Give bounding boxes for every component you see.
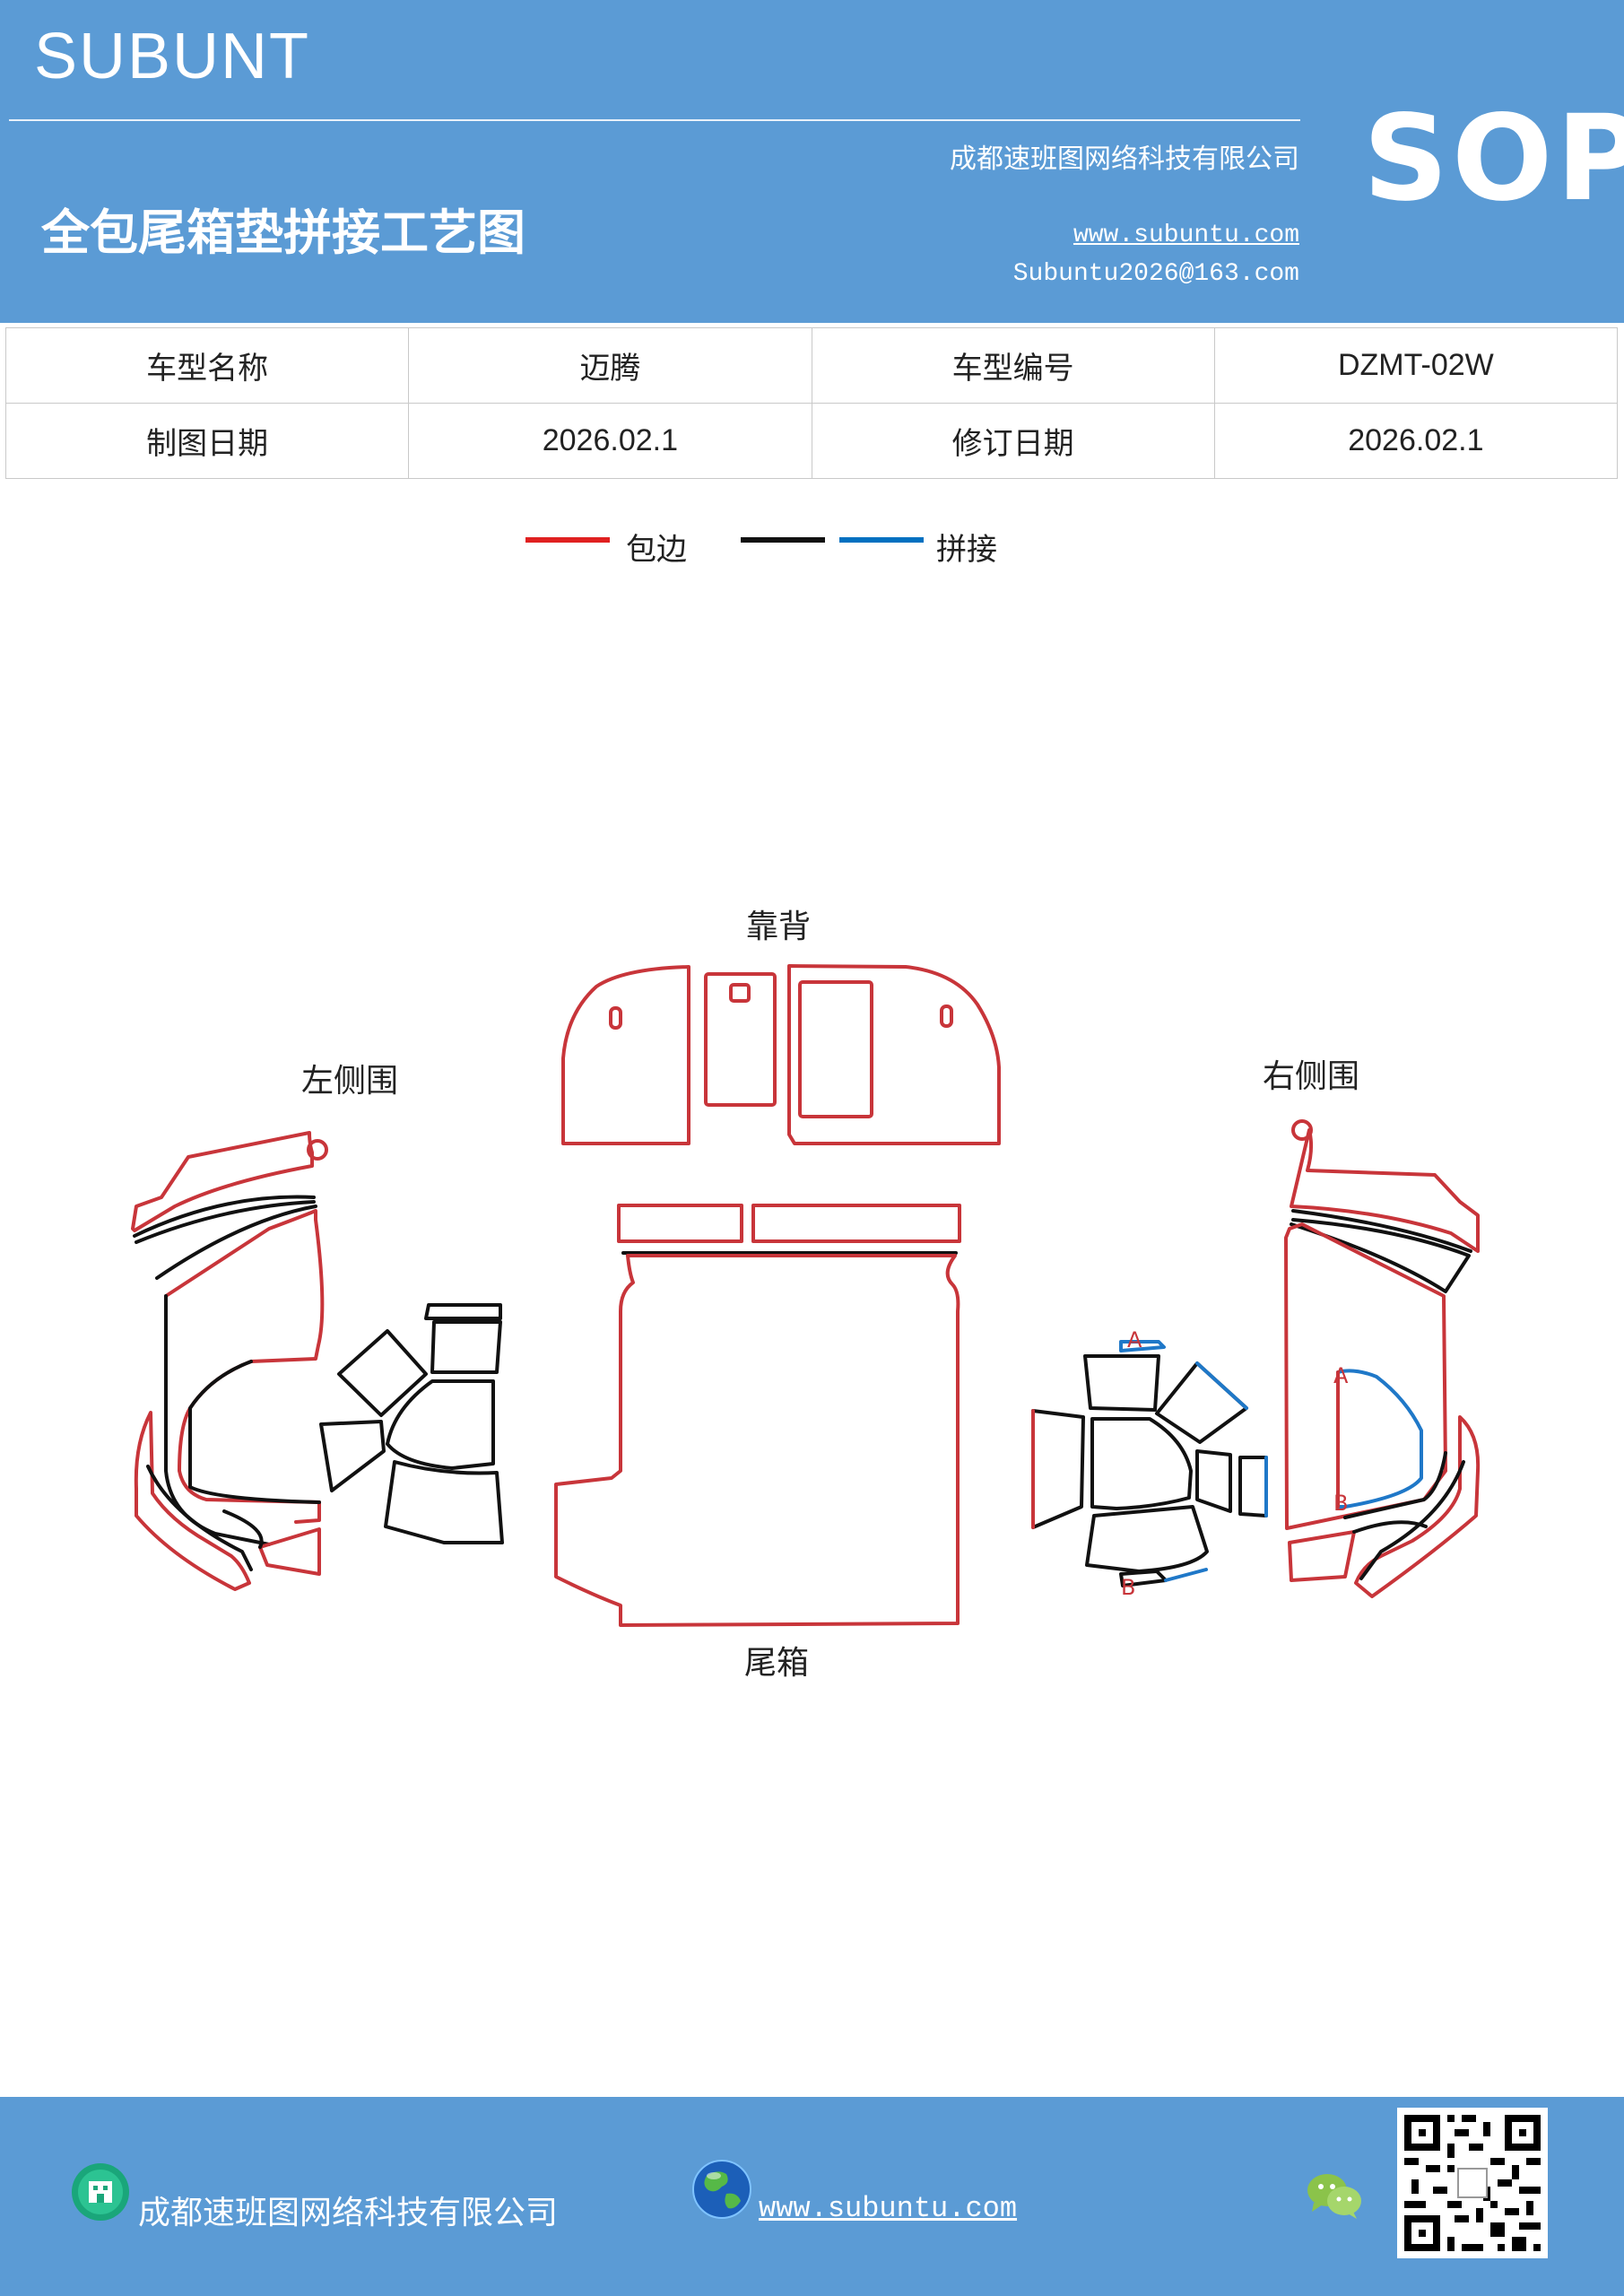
label-backrest: 靠背 — [746, 909, 811, 945]
footer-website-link[interactable]: www.subuntu.com — [759, 2192, 1018, 2225]
left-diamond-piece — [337, 1329, 428, 1417]
table-row: 车型名称 迈腾 车型编号 DZMT-02W — [4, 327, 1619, 404]
header-banner: SUBUNT 成都速班图网络科技有限公司 全包尾箱垫拼接工艺图 www.subu… — [0, 0, 1624, 323]
value-model-name: 迈腾 — [408, 327, 812, 404]
legend-edge-swatch — [525, 537, 610, 543]
right-diamond-edge — [1195, 1361, 1248, 1410]
left-triangle-piece — [319, 1420, 386, 1492]
right-bottom-outer — [1354, 1415, 1481, 1598]
document-title: 全包尾箱垫拼接工艺图 — [41, 204, 525, 261]
label-model-name: 车型名称 — [4, 327, 410, 404]
legend-edge-label: 包边 — [626, 532, 687, 568]
label-trunk: 尾箱 — [744, 1645, 809, 1682]
left-square-piece — [430, 1320, 502, 1374]
right-top-notch — [1119, 1340, 1166, 1352]
value-revision-date: 2026.02.1 — [1213, 403, 1619, 479]
right-lower-piece — [1085, 1505, 1209, 1573]
right-bottom-foot — [1288, 1530, 1356, 1582]
left-inner-curve — [188, 1360, 321, 1504]
backrest-center-hole — [729, 983, 751, 1003]
legend-seam-swatch — [741, 537, 825, 543]
left-small-strip — [424, 1303, 502, 1320]
qr-code[interactable] — [1397, 2108, 1548, 2258]
wechat-icon[interactable] — [1305, 2170, 1364, 2221]
left-seam-band — [135, 1200, 317, 1280]
right-square-piece — [1083, 1354, 1160, 1412]
trunk-top-strip-right — [751, 1204, 961, 1243]
value-draw-date: 2026.02.1 — [408, 403, 812, 479]
sop-badge: SOP — [1363, 90, 1624, 228]
right-seam-band — [1290, 1218, 1471, 1293]
marker-a-right: A — [1333, 1363, 1349, 1388]
right-side-pieces — [1031, 1119, 1481, 1598]
label-model-code: 车型编号 — [811, 327, 1215, 404]
left-top-strip — [131, 1131, 314, 1232]
right-bottom-seam — [1359, 1460, 1465, 1580]
brand-name: SUBUNT — [34, 21, 311, 92]
left-side-pieces — [131, 1131, 504, 1591]
header-email[interactable]: Subuntu2026@163.com — [1012, 260, 1299, 288]
left-bottom-foot-seam — [222, 1509, 264, 1549]
right-main-seam — [1343, 1451, 1447, 1519]
left-bottom-foot — [258, 1527, 321, 1576]
marker-a-top: A — [1127, 1327, 1142, 1352]
label-left-side: 左侧围 — [301, 1063, 398, 1100]
left-mid-piece — [386, 1379, 495, 1470]
label-right-side: 右侧围 — [1263, 1058, 1359, 1095]
left-top-ring — [307, 1139, 328, 1161]
right-diamond-piece — [1155, 1361, 1248, 1444]
building-icon — [72, 2163, 129, 2221]
label-draw-date: 制图日期 — [4, 403, 410, 479]
vehicle-info-table: 车型名称 迈腾 车型编号 DZMT-02W 制图日期 2026.02.1 修订日… — [4, 327, 1619, 479]
trunk-pieces — [554, 1204, 961, 1627]
legend-splice-label: 拼接 — [936, 532, 997, 568]
right-inner-piece — [1336, 1369, 1423, 1509]
right-left-piece — [1031, 1409, 1085, 1529]
value-model-code: DZMT-02W — [1213, 327, 1619, 404]
backrest-right-panel — [787, 964, 1001, 1145]
globe-icon — [692, 2160, 751, 2219]
right-main-panel — [1284, 1222, 1447, 1530]
right-bottom-notch-edge — [1164, 1568, 1208, 1582]
table-row: 制图日期 2026.02.1 修订日期 2026.02.1 — [4, 403, 1619, 479]
backrest-right-window — [798, 980, 873, 1118]
backrest-left-hole — [609, 1006, 622, 1030]
legend-splice-swatch — [839, 537, 924, 543]
header-divider — [9, 119, 1300, 121]
left-main-outline — [164, 1294, 271, 1546]
legend: 包边 拼接 — [0, 525, 1624, 578]
right-bottom-foot-seam — [1352, 1520, 1428, 1534]
right-seam-upper — [1291, 1209, 1472, 1253]
footer-banner: 成都速班图网络科技有限公司 www.subuntu.com — [0, 2097, 1624, 2296]
trunk-top-strip-left — [617, 1204, 743, 1243]
left-bottom-outer — [134, 1411, 251, 1591]
trunk-mat-splice-diagram: 靠背 尾箱 左侧围 右侧围 A A B B — [131, 909, 1481, 1682]
backrest-right-hole — [940, 1004, 953, 1028]
backrest-pieces — [561, 964, 1001, 1145]
left-bottom-seam — [146, 1465, 253, 1571]
left-seam-upper — [133, 1195, 316, 1238]
right-top-strip — [1290, 1128, 1480, 1253]
header-company: 成都速班图网络科技有限公司 — [950, 144, 1299, 175]
marker-b-bottom: B — [1121, 1575, 1135, 1600]
right-mid-piece — [1090, 1417, 1193, 1510]
backrest-center-panel — [704, 972, 777, 1107]
marker-b-right: B — [1333, 1491, 1348, 1516]
label-revision-date: 修订日期 — [811, 403, 1215, 479]
backrest-left-panel — [561, 965, 690, 1145]
trunk-floor-panel — [554, 1254, 960, 1627]
right-small-rect — [1195, 1449, 1232, 1513]
footer-company: 成都速班图网络科技有限公司 — [138, 2195, 559, 2231]
right-thin-rect — [1238, 1456, 1268, 1518]
left-lower-piece — [384, 1460, 504, 1544]
header-website-link[interactable]: www.subuntu.com — [1073, 222, 1299, 249]
